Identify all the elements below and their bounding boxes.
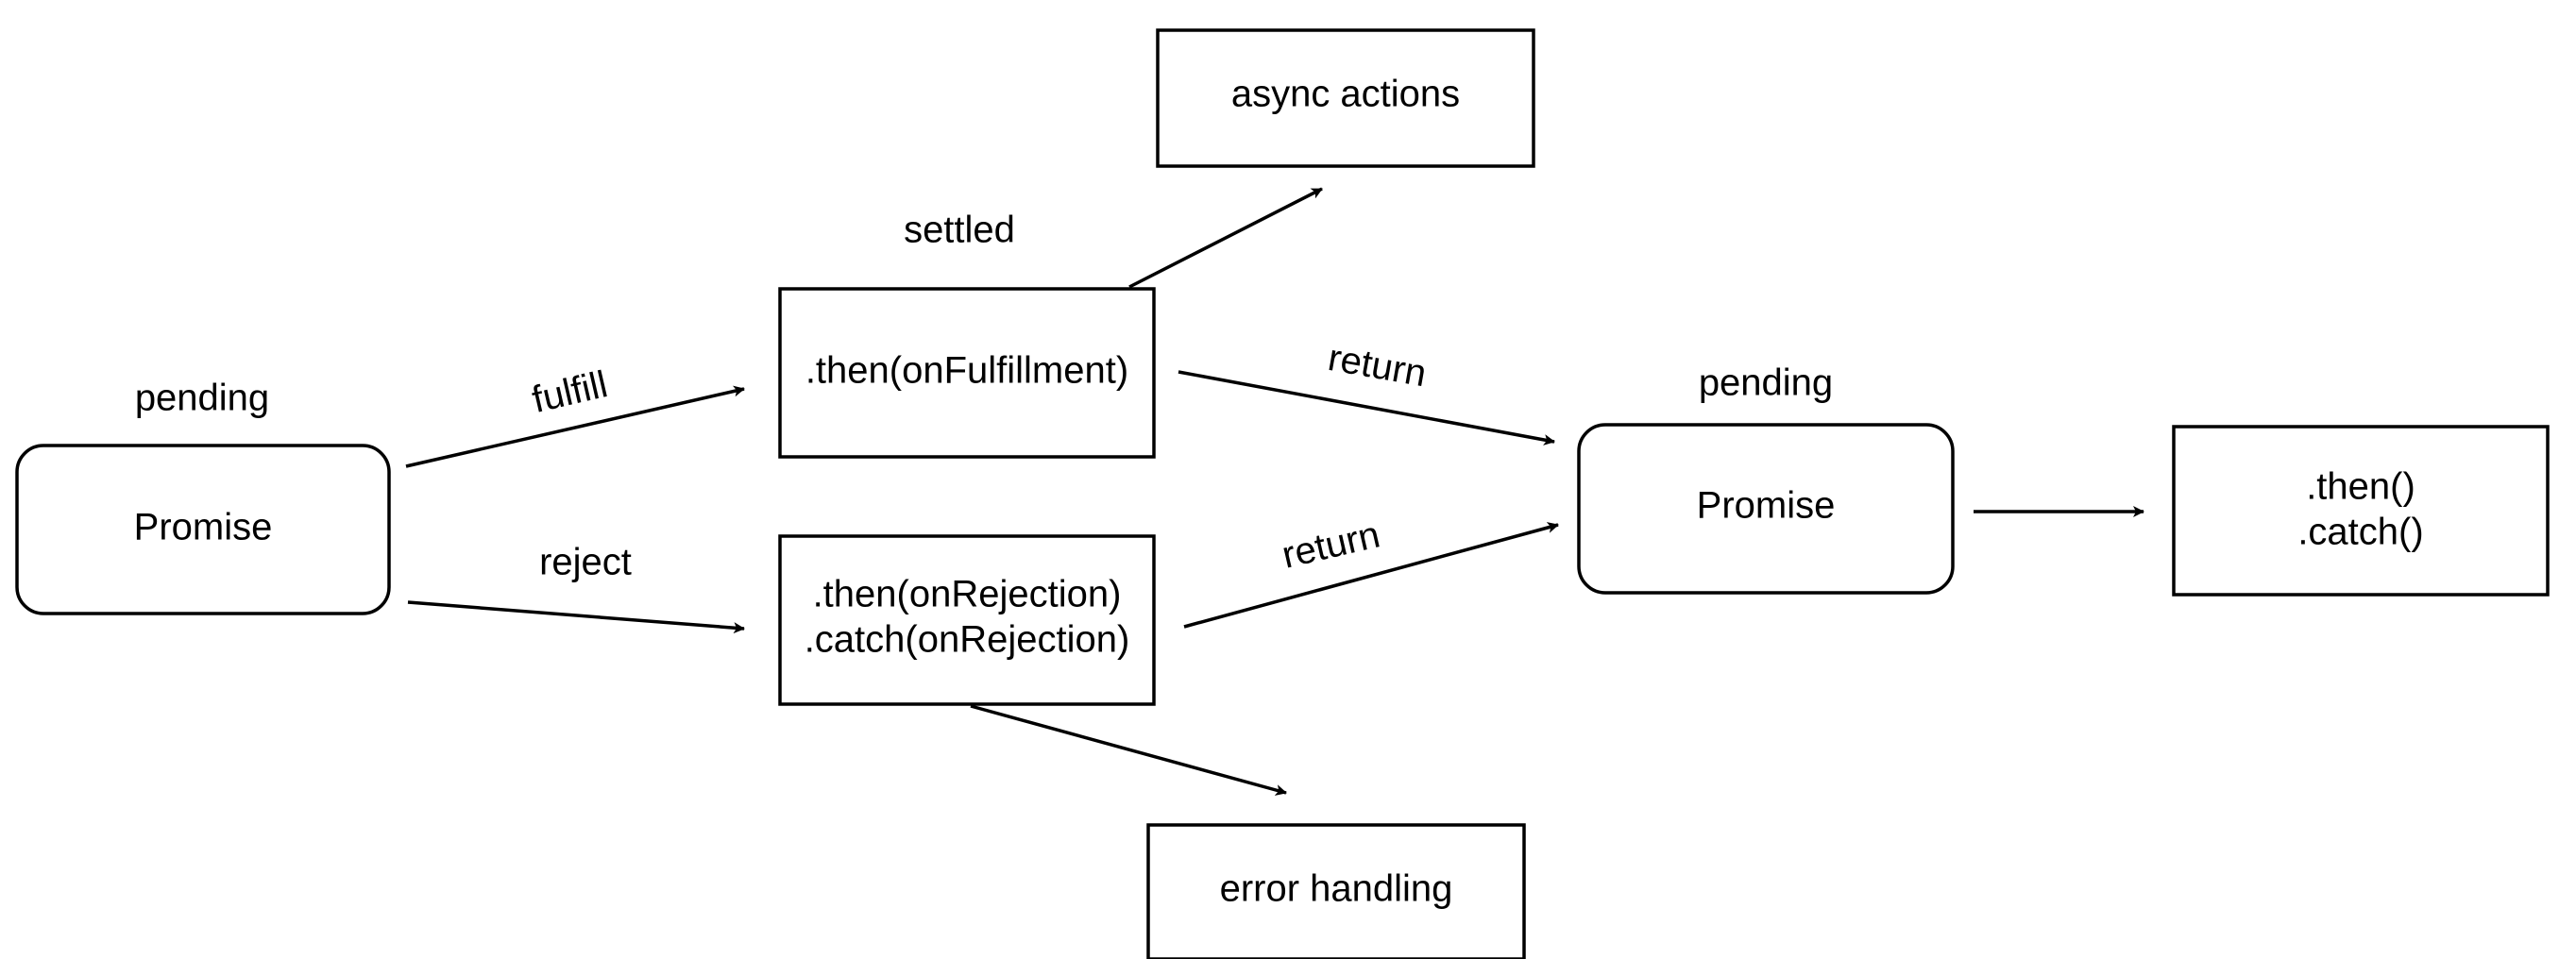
async-actions-label: async actions [1231,74,1460,115]
then-fulfillment-node [778,287,1156,459]
return-top-edge-label: return [1325,337,1430,395]
promise-right-label: Promise [1697,485,1836,527]
then-rejection-label-line1: .then(onRejection) [813,574,1122,615]
then-rejection-label-line2: .catch(onRejection) [805,619,1130,661]
error-handling-arrow [970,704,1287,796]
pending-right-label: pending [1699,362,1833,404]
fulfill-arrow [405,385,745,468]
then-catch-label-line1: .then() [2306,466,2415,508]
promise-right-node [1577,423,1955,595]
return-top-arrow [1178,370,1555,446]
then-catch-node [2172,425,2550,597]
error-handling-node [1146,823,1526,959]
reject-edge-label: reject [539,542,632,583]
error-handling-label: error handling [1220,868,1453,910]
return-bottom-edge-label: return [1279,513,1384,576]
fulfill-edge-label: fulfill [529,363,612,421]
reject-arrow [407,600,745,634]
then-rejection-node [778,534,1156,706]
promise-left-label: Promise [134,507,273,548]
return-bottom-arrow [1183,522,1559,629]
pending-left-label: pending [135,378,269,419]
settled-label: settled [904,210,1015,251]
then-fulfillment-label: .then(onFulfillment) [805,350,1128,392]
then-catch-label-line2: .catch() [2297,512,2423,553]
async-actions-arrow [1128,187,1323,289]
promise-left-node [15,444,391,615]
async-actions-node [1156,28,1535,168]
